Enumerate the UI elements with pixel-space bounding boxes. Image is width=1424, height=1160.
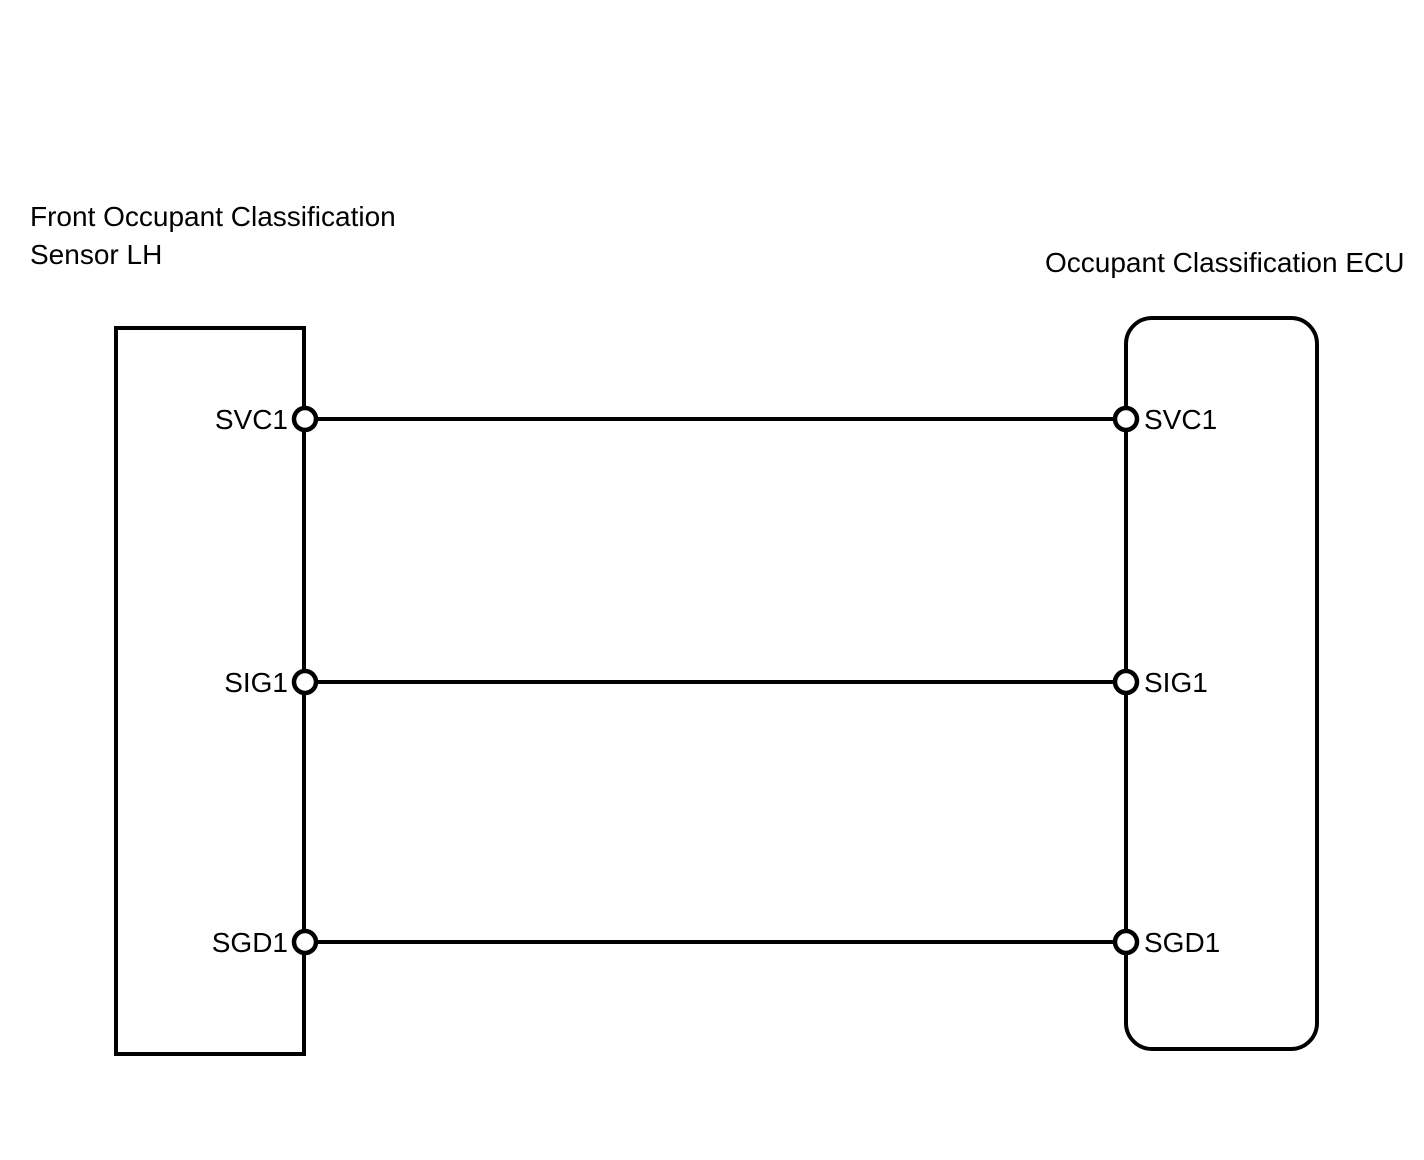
right-pin-terminal-sgd1-circle-icon[interactable] [1112, 928, 1140, 956]
left-pin-label-sig1: SIG1 [224, 667, 288, 698]
left-pin-terminal-sig1-circle-icon[interactable] [291, 668, 319, 696]
left-pin-label-sgd1: SGD1 [212, 927, 288, 958]
left-pin-label-svc1: SVC1 [215, 404, 288, 435]
left-connector-body [114, 326, 306, 1056]
left-pin-svc1[interactable]: SVC1 [215, 404, 319, 435]
left-component-group: Front Occupant Classification Sensor LH [30, 201, 396, 1056]
wire-harness-group [305, 417, 1126, 944]
left-pin-sgd1[interactable]: SGD1 [212, 927, 319, 958]
right-pin-label-svc1: SVC1 [1144, 404, 1217, 435]
right-pin-group: SVC1 SIG1 SGD1 [1112, 404, 1220, 958]
left-component-title-line1: Front Occupant Classification [30, 201, 396, 232]
left-pin-sig1[interactable]: SIG1 [224, 667, 319, 698]
left-pin-terminal-sgd1-circle-icon[interactable] [291, 928, 319, 956]
left-pin-terminal-svc1-circle-icon[interactable] [291, 405, 319, 433]
right-pin-svc1[interactable]: SVC1 [1112, 404, 1217, 435]
right-pin-label-sgd1: SGD1 [1144, 927, 1220, 958]
right-pin-label-sig1: SIG1 [1144, 667, 1208, 698]
right-component-group: Occupant Classification ECU [1045, 247, 1404, 1051]
right-component-title-line1: Occupant Classification ECU [1045, 247, 1404, 278]
right-pin-terminal-sig1-circle-icon[interactable] [1112, 668, 1140, 696]
right-pin-terminal-svc1-circle-icon[interactable] [1112, 405, 1140, 433]
right-pin-sgd1[interactable]: SGD1 [1112, 927, 1220, 958]
left-pin-group: SVC1 SIG1 SGD1 [212, 404, 319, 958]
right-pin-sig1[interactable]: SIG1 [1112, 667, 1208, 698]
left-component-title-line2: Sensor LH [30, 239, 162, 270]
